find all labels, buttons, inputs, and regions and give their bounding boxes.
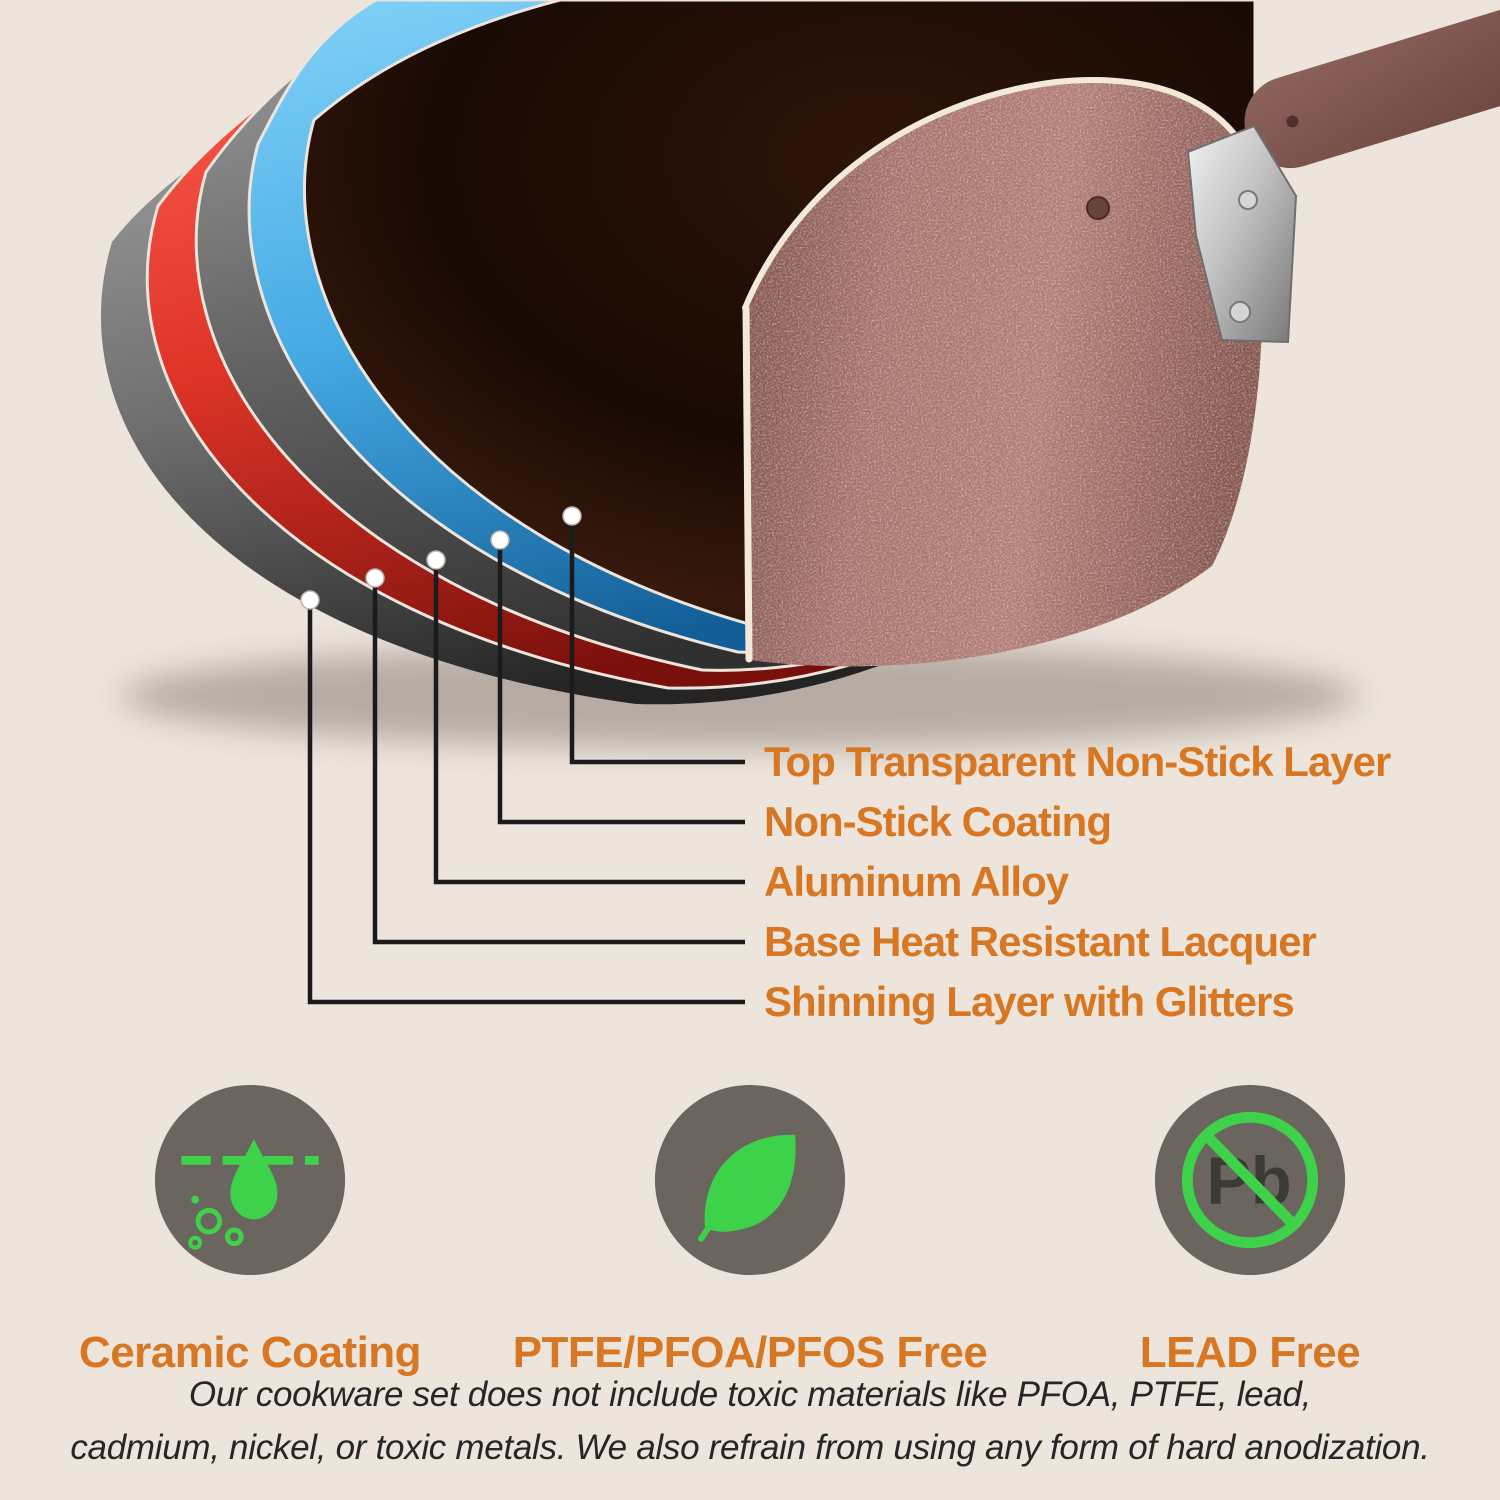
- pan-cut-edge: [742, 304, 753, 663]
- leader-dot-2: [490, 530, 510, 550]
- pan-glitter-texture: [745, 79, 1263, 667]
- leader-dot-1: [562, 506, 582, 526]
- handle-bracket: [1186, 124, 1298, 344]
- layer-label-base-lacquer: Base Heat Resistant Lacquer: [764, 918, 1317, 965]
- disclaimer-line-2: cadmium, nickel, or toxic metals. We als…: [70, 1428, 1430, 1467]
- layer-label-shinning-glitter: Shinning Layer with Glitters: [764, 978, 1295, 1025]
- leader-line-4: [372, 578, 745, 945]
- lead-free-icon: Pb: [1154, 1084, 1346, 1276]
- disclaimer-text: Our cookware set does not include toxic …: [0, 1368, 1500, 1474]
- leader-dots: [300, 506, 582, 610]
- layer-label-top-transparent: Top Transparent Non-Stick Layer: [764, 738, 1391, 785]
- handle-group: [1186, 6, 1500, 344]
- leader-lines: [307, 516, 745, 1005]
- leader-line-3: [433, 560, 745, 885]
- bracket-screw-bottom: [1229, 301, 1251, 323]
- layer-label-aluminum: Aluminum Alloy: [764, 858, 1069, 905]
- leader-line-2: [497, 540, 745, 825]
- leader-dot-3: [426, 550, 446, 570]
- feature-lead-free: Pb LEAD Free: [1000, 1082, 1500, 1378]
- feature-ptfe-free: PTFE/PFOA/PFOS Free: [500, 1082, 1000, 1378]
- leader-dot-4: [365, 568, 385, 588]
- feature-label-lead-free: LEAD Free: [1139, 1328, 1361, 1377]
- pan-handle: [1244, 6, 1500, 169]
- features-row: Ceramic Coating PTFE/PFOA/PFOS Free Pb L…: [0, 1082, 1500, 1378]
- pan-rim-highlight: [742, 76, 1260, 311]
- pan-body: [742, 76, 1263, 667]
- bracket-screw-top: [1238, 190, 1258, 210]
- leader-dot-5: [300, 590, 320, 610]
- leader-line-5: [307, 600, 745, 1005]
- pan-rivet: [1086, 196, 1110, 220]
- feature-label-ptfe-free: PTFE/PFOA/PFOS Free: [512, 1328, 988, 1377]
- leader-line-1: [569, 516, 745, 765]
- leaf-icon: [654, 1084, 846, 1276]
- disclaimer-line-1: Our cookware set does not include toxic …: [188, 1375, 1312, 1414]
- feature-label-ceramic-coating: Ceramic Coating: [78, 1328, 422, 1377]
- layer-label-nonstick-coating: Non-Stick Coating: [764, 798, 1112, 845]
- feature-ceramic-coating: Ceramic Coating: [0, 1082, 500, 1378]
- pan-cutaway-illustration: [100, 0, 1500, 1005]
- ceramic-coating-icon: [154, 1084, 346, 1276]
- handle-hole: [1286, 115, 1299, 128]
